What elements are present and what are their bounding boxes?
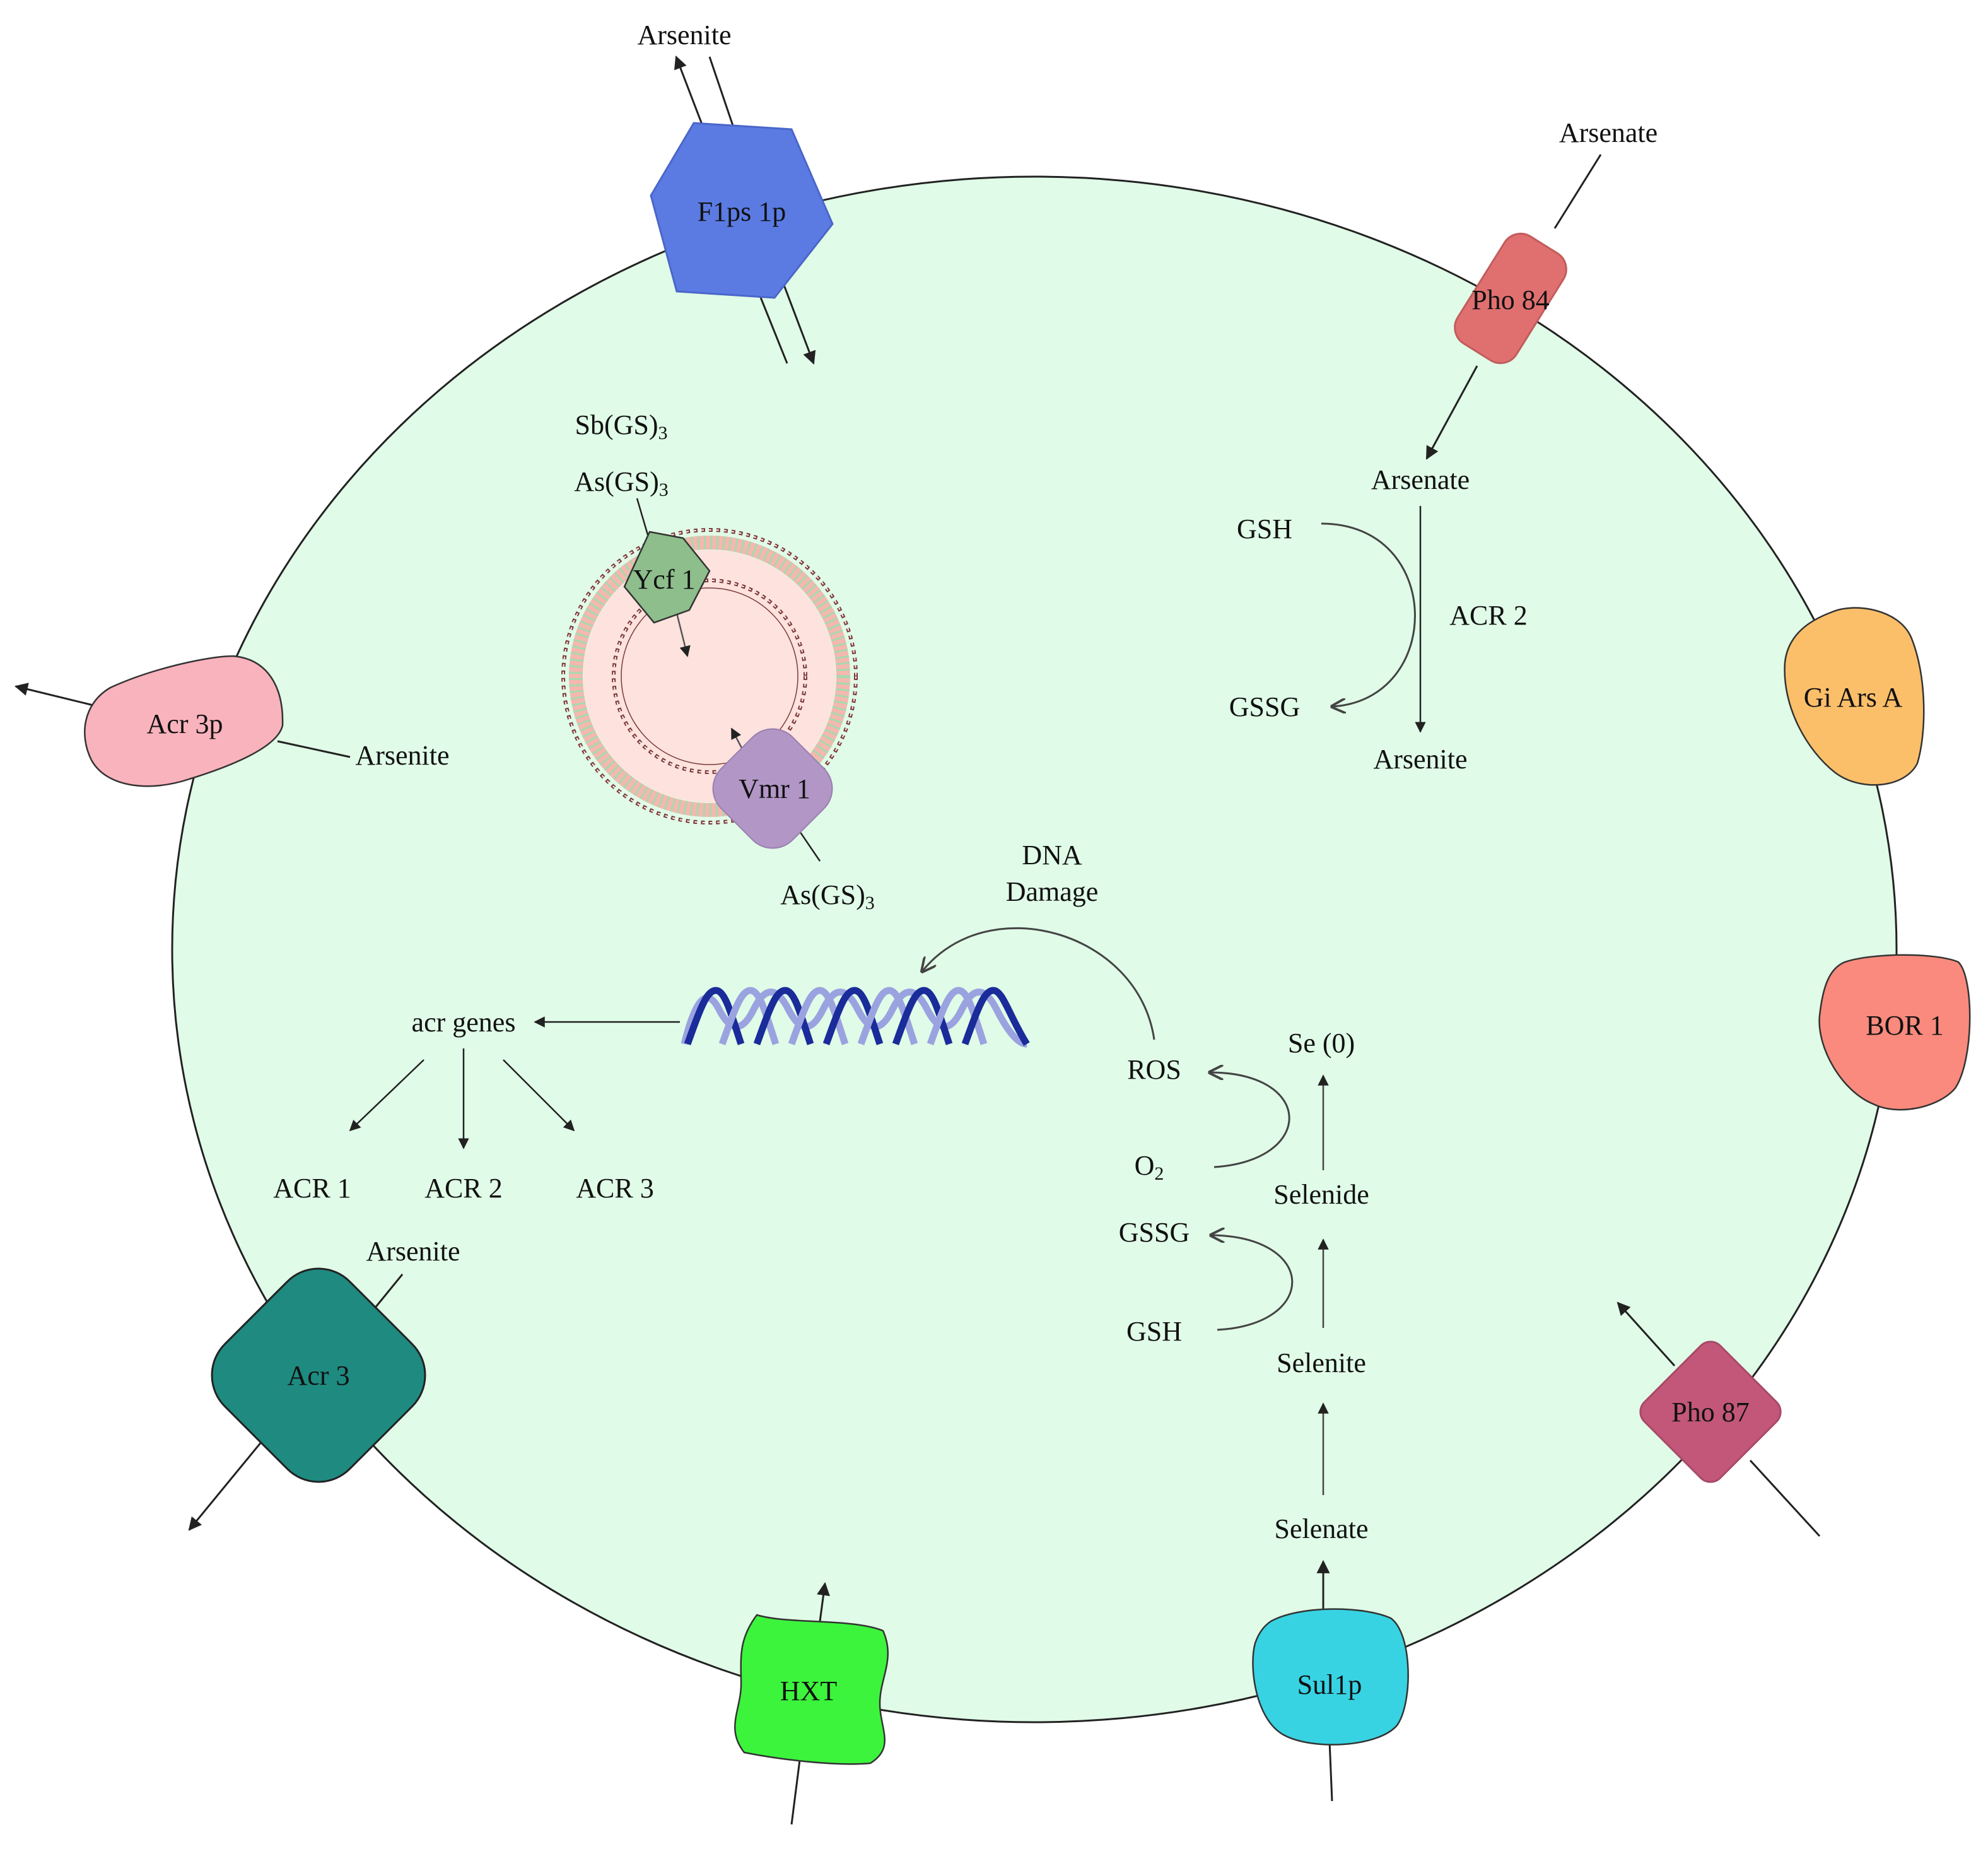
acr-genes-to-acr1-arrow [349, 1059, 424, 1132]
giarsa-shape [1784, 607, 1925, 786]
bor1-shape [1818, 954, 1971, 1111]
gssg-arsenic-label: GSSG [1229, 691, 1301, 722]
acr2-enzyme-label: ACR 2 [1449, 600, 1527, 631]
acr3-transporter: Acr 3 [188, 1267, 426, 1531]
vmr1-shape [712, 728, 833, 849]
giarsa-protein: Gi Ars A [1784, 607, 1925, 786]
flps1p-shape [650, 122, 834, 299]
dna-damage-label-line1: DNA [1022, 840, 1082, 871]
acr3-gene-label: ACR 3 [576, 1173, 653, 1204]
pho84-transporter: Pho 84 [1425, 154, 1602, 460]
asgs3-bottom-label: As(GS)3 [780, 879, 874, 913]
acr2-label: ACR 2 [424, 1173, 502, 1204]
selenium-pathway: ROS O2 GSSG GSH Se (0) Selenide Selenite… [1119, 1028, 1369, 1544]
ycf1-label: Ycf 1 [633, 564, 696, 595]
selenide-label: Selenide [1273, 1179, 1369, 1210]
arsenate-inner-label: Arsenate [1371, 464, 1470, 495]
ycf1-shape [623, 531, 711, 624]
arsenite-top-label: Arsenite [637, 20, 731, 50]
ros-to-dna-arrow [922, 927, 1155, 1040]
hxt-transporter: HXT [734, 1582, 889, 1825]
dna-damage-label-line2: Damage [1006, 876, 1099, 907]
hxt-shape [734, 1614, 889, 1765]
acr-genes-to-acr3-arrow [503, 1059, 575, 1132]
giarsa-label: Gi Ars A [1804, 682, 1903, 713]
gsh-se-label: GSH [1126, 1316, 1182, 1347]
sul1p-transporter: Sul1p [1252, 1559, 1409, 1802]
acr3p-label: Acr 3p [147, 708, 223, 739]
dna-helix [681, 987, 1030, 1048]
sul1p-shape [1252, 1608, 1409, 1746]
gssg-se-label: GSSG [1119, 1217, 1190, 1248]
se0-label: Se (0) [1288, 1028, 1355, 1059]
acr3p-shape [84, 655, 284, 787]
bor1-protein: BOR 1 [1818, 954, 1971, 1111]
selenate-label: Selenate [1274, 1513, 1368, 1544]
acr3-label: Acr 3 [288, 1360, 350, 1391]
asgs3-top-label: As(GS)3 [574, 466, 668, 500]
acr3-shape [211, 1267, 426, 1483]
pho84-label: Pho 84 [1471, 285, 1549, 315]
cell-membrane [171, 175, 1898, 1723]
flps1p-transporter: F1ps 1p [650, 56, 834, 365]
flps1p-label: F1ps 1p [698, 196, 786, 227]
vmr1-transporter: Vmr 1 [712, 727, 833, 862]
arsenate-top-label: Arsenate [1559, 117, 1658, 148]
pho84-shape [1454, 232, 1567, 365]
arsenite-acr3p-label: Arsenite [355, 740, 449, 771]
pho87-shape [1639, 1341, 1782, 1483]
selenite-label: Selenite [1277, 1347, 1366, 1378]
pho87-transporter: Pho 87 [1617, 1301, 1821, 1537]
arsenite-acr3-label: Arsenite [366, 1236, 460, 1267]
acr3p-transporter: Acr 3p [14, 655, 351, 787]
acr1-label: ACR 1 [273, 1173, 351, 1204]
acr-genes-label: acr genes [412, 1007, 516, 1038]
gsh-arsenic-label: GSH [1237, 514, 1292, 544]
vmr1-label: Vmr 1 [739, 773, 810, 804]
hxt-label: HXT [780, 1676, 838, 1706]
o2-label: O2 [1135, 1150, 1164, 1184]
arsenate-reduction-pathway: Arsenate ACR 2 Arsenite GSH GSSG [1229, 464, 1528, 775]
ros-label: ROS [1127, 1054, 1181, 1085]
arsenite-inner-label: Arsenite [1373, 744, 1467, 775]
sbgs3-label: Sb(GS)3 [575, 409, 667, 443]
sul1p-label: Sul1p [1297, 1669, 1362, 1700]
pho87-label: Pho 87 [1671, 1397, 1749, 1428]
bor1-label: BOR 1 [1866, 1010, 1943, 1041]
ycf1-transporter: Ycf 1 [623, 498, 711, 657]
